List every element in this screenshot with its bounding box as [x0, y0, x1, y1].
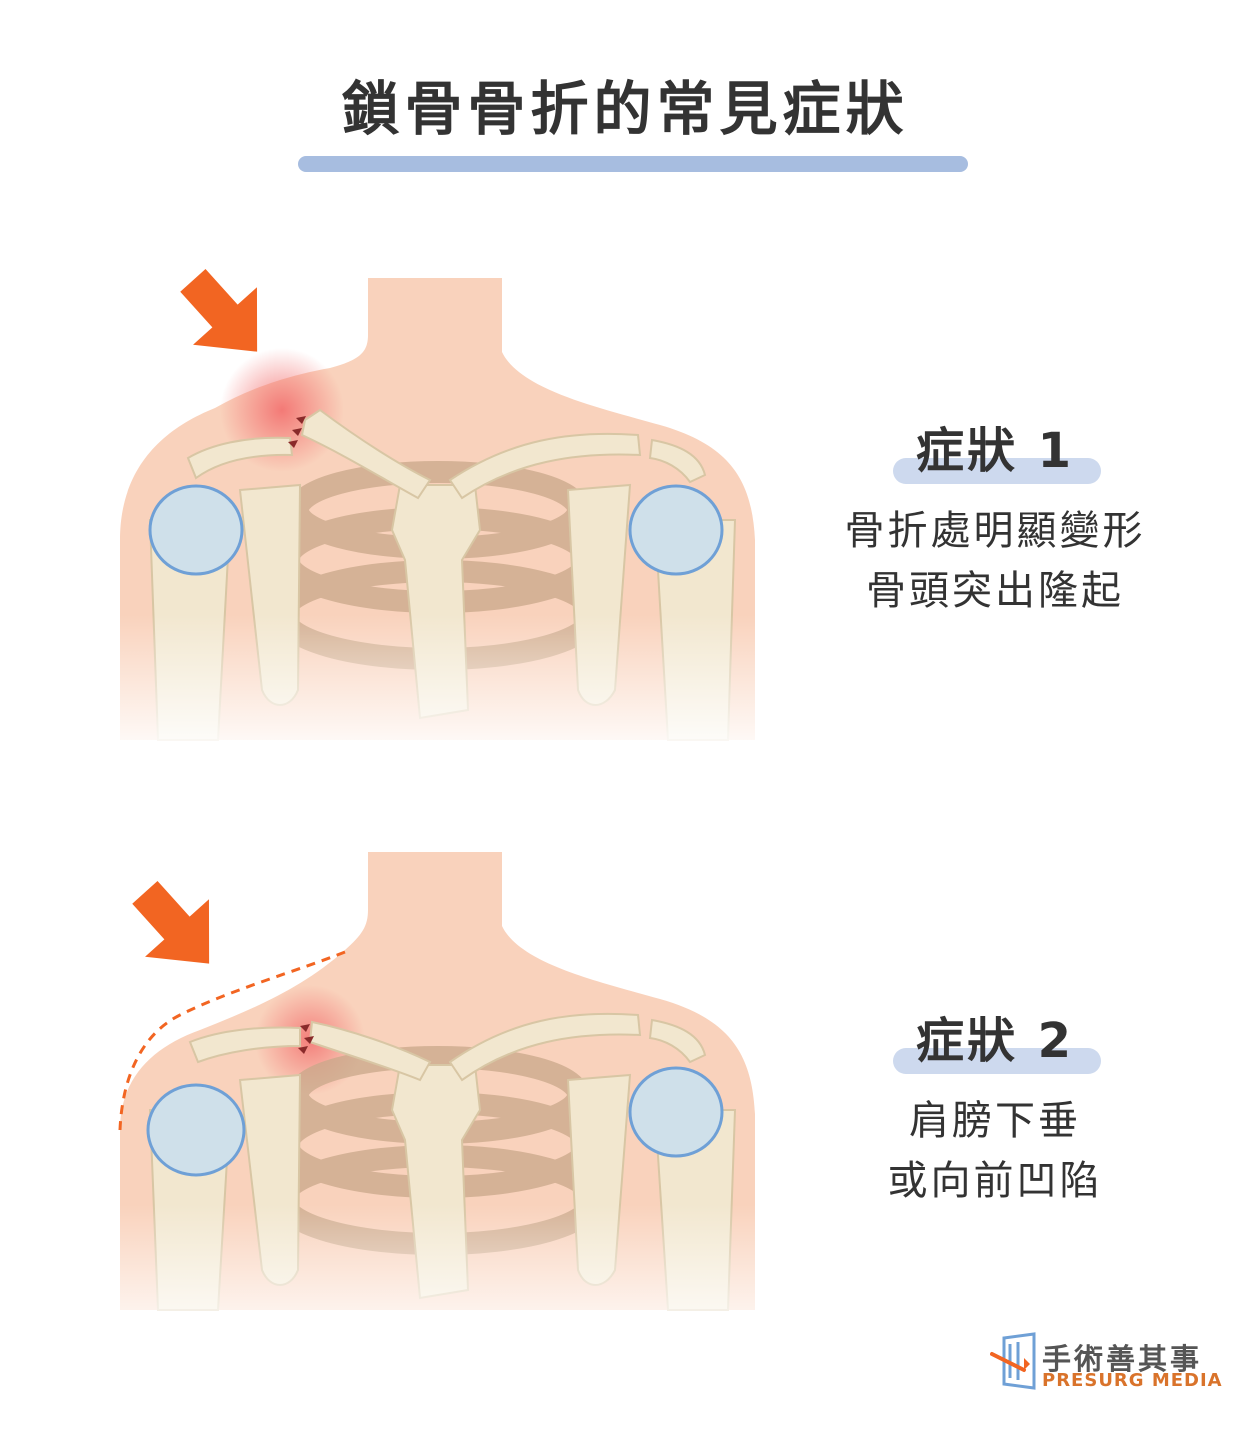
page-title: 鎖骨骨折的常見症狀: [341, 75, 909, 143]
symptom-line: 肩膀下垂: [909, 1098, 1081, 1144]
symptom-line: 或向前凹陷: [887, 1158, 1103, 1204]
brand-mark-icon: [990, 1332, 1036, 1390]
illustration-symptom-2: [100, 830, 800, 1350]
symptom-label-bar: [893, 1048, 1101, 1074]
brand-name-chinese: 手術善其事: [1042, 1342, 1203, 1376]
brand-logo: 手術善其事 PRESURG MEDIA: [990, 1330, 1230, 1396]
arrow-icon: [180, 268, 258, 352]
illustration-symptom-1: [100, 240, 800, 760]
symptom-title: 症狀 1: [915, 423, 1075, 479]
symptom-label-bar: [893, 458, 1101, 484]
symptom-2: 症狀 2 肩膀下垂 或向前凹陷: [805, 1008, 1185, 1208]
symptom-line: 骨折處明顯變形: [844, 508, 1146, 554]
arrow-icon: [132, 880, 210, 964]
bottom-fade: [100, 830, 800, 1350]
symptom-title: 症狀 2: [915, 1013, 1075, 1069]
symptom-1: 症狀 1 骨折處明顯變形 骨頭突出隆起: [805, 418, 1185, 618]
title-underline: [298, 156, 968, 172]
symptom-line: 骨頭突出隆起: [866, 568, 1124, 614]
brand-name-english: PRESURG MEDIA: [1042, 1370, 1223, 1391]
